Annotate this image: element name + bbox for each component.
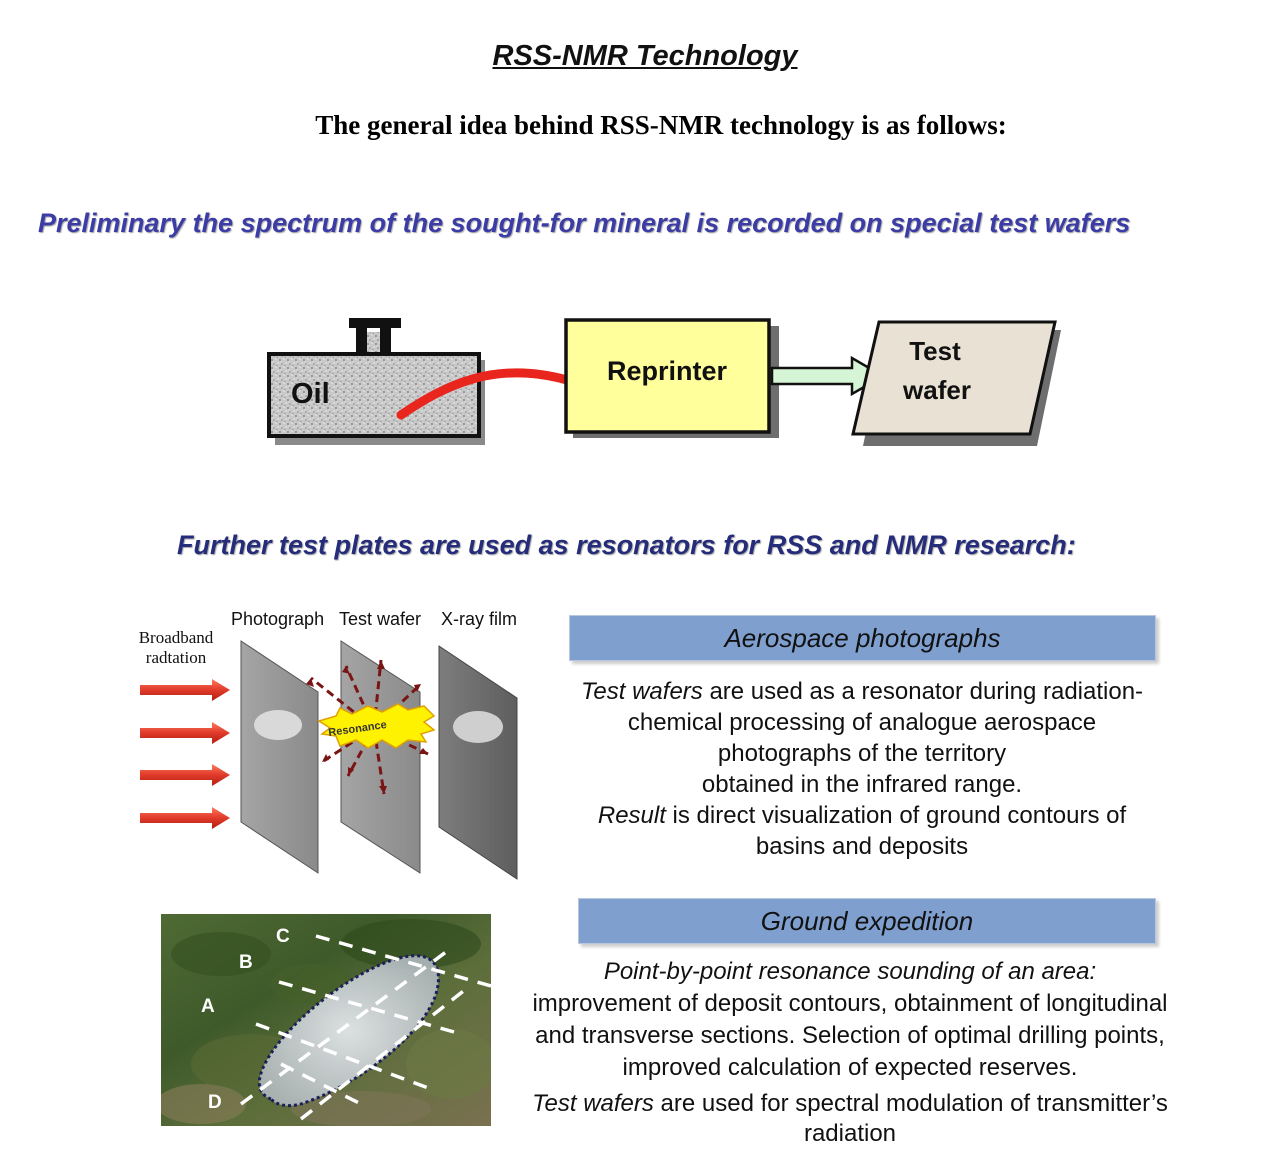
aerospace-line-5: Result is direct visualization of ground… — [550, 800, 1174, 831]
reprinter-label: Reprinter — [607, 356, 728, 386]
page-title: RSS-NMR Technology — [492, 40, 798, 72]
flow-diagram: Oil Reprinter Test wafer — [267, 318, 1061, 446]
map-label-a: A — [201, 996, 215, 1017]
aerospace-line-6: basins and deposits — [755, 833, 969, 860]
ground-line-5-italic: Test wafers — [532, 1090, 654, 1117]
aerospace-line-5-rest: is direct visualization of ground contou… — [665, 802, 1127, 829]
aerospace-line-3: photographs of the territory — [717, 740, 1007, 767]
radiation-arrows — [140, 679, 230, 829]
test-wafer-label: Test wafer — [339, 609, 422, 629]
page-subtitle: The general idea behind RSS-NMR technolo… — [315, 110, 1007, 140]
wafer-label-line1: Test — [909, 336, 961, 366]
ground-line-4: improved calculation of expected reserve… — [622, 1054, 1078, 1081]
oil-neck-right — [380, 326, 391, 362]
ground-line-2: improvement of deposit contours, obtainm… — [532, 990, 1168, 1017]
heading-test-wafers: Preliminary the spectrum of the sought-f… — [38, 208, 1131, 238]
heading-resonators: Further test plates are used as resonato… — [177, 530, 1076, 560]
radiation-arrow-2 — [140, 722, 230, 744]
broadband-line1: Broadband — [138, 628, 214, 647]
radiation-arrow-1 — [140, 679, 230, 701]
map-label-b: B — [239, 952, 253, 973]
aerospace-text: Test wafers are used as a resonator duri… — [550, 676, 1174, 862]
ground-line-6: radiation — [803, 1120, 897, 1147]
aerospace-line-4: obtained in the infrared range. — [701, 771, 1023, 798]
aerial-map-image: C B A D — [161, 914, 491, 1126]
aerospace-banner: Aerospace photographs — [569, 615, 1156, 661]
xray-film-label: X-ray film — [441, 609, 517, 629]
ground-line-5: Test wafers are used for spectral modula… — [505, 1088, 1195, 1120]
survey-lines — [239, 934, 491, 1121]
photograph-label: Photograph — [231, 609, 325, 629]
aerospace-line-1-italic: Test wafers — [580, 678, 703, 705]
ground-line-3: and transverse sections. Selection of op… — [535, 1022, 1165, 1049]
ground-banner: Ground expedition — [578, 898, 1156, 944]
radiation-arrow-3 — [140, 764, 230, 786]
reprinter-box — [564, 318, 771, 434]
ground-text: Point-by-point resonance sounding of an … — [505, 956, 1195, 1148]
wafer-label-line2: wafer — [902, 375, 971, 405]
deposit-contour — [257, 954, 440, 1108]
map-label-d: D — [208, 1092, 222, 1113]
aerospace-line-5-italic: Result — [597, 802, 666, 829]
oil-container — [267, 352, 481, 438]
broadband-line2: radtation — [145, 648, 207, 667]
ground-line-1: Point-by-point resonance sounding of an … — [603, 958, 1097, 985]
oil-cap — [349, 318, 401, 328]
aerospace-line-1: Test wafers are used as a resonator duri… — [550, 676, 1174, 707]
resonance-burst — [306, 659, 436, 795]
wafer-shape — [851, 320, 1057, 436]
oil-neck-left — [356, 326, 367, 362]
resonator-diagram: Resonance — [140, 640, 518, 880]
photograph-spot — [254, 710, 302, 740]
oil-label: Oil — [291, 378, 330, 410]
photograph-plate — [240, 640, 319, 874]
aerospace-line-1-rest: are used as a resonator during radiation… — [702, 678, 1144, 705]
ground-line-5-rest: are used for spectral modulation of tran… — [653, 1090, 1168, 1117]
xray-spot — [453, 711, 503, 743]
aerospace-line-2: chemical processing of analogue aerospac… — [627, 709, 1097, 736]
oil-tube — [396, 368, 572, 420]
map-label-c: C — [276, 926, 290, 947]
broadband-label: Broadband radtation — [128, 628, 224, 668]
radiation-arrow-4 — [140, 807, 230, 829]
xray-plate — [438, 645, 518, 880]
